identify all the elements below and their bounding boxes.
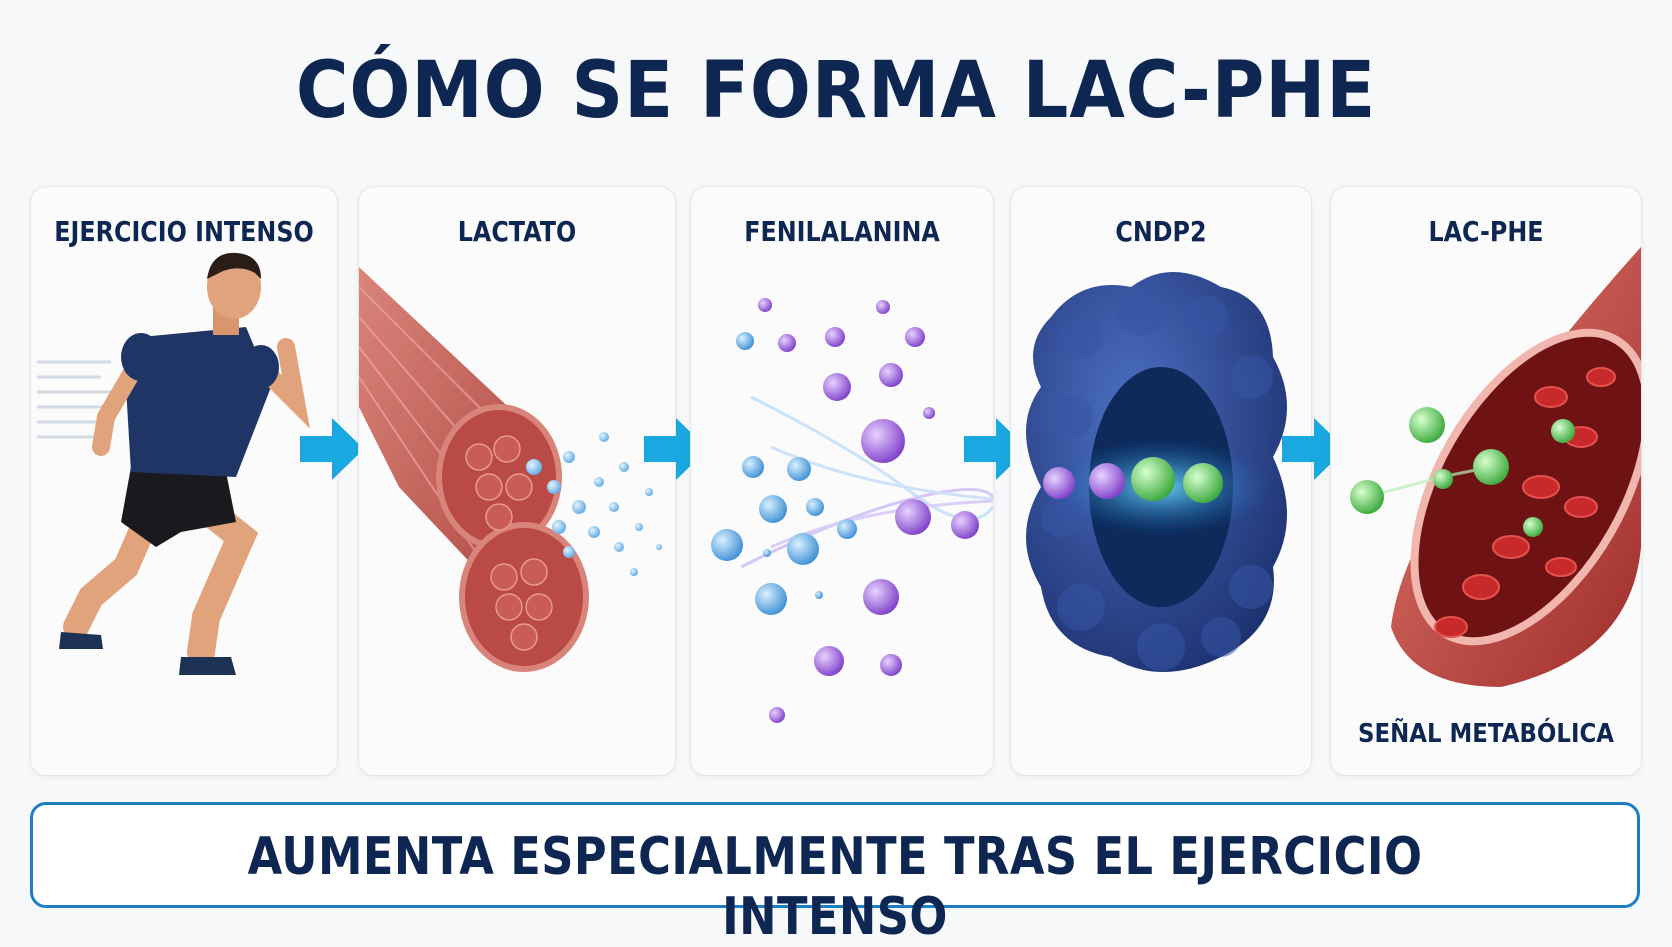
- step-panel-lac-phe: LAC-PHE: [1330, 186, 1642, 776]
- step-label: FENILALANINA: [744, 215, 940, 248]
- summary-banner: AUMENTA ESPECIALMENTE TRAS EL EJERCICIO …: [30, 802, 1640, 947]
- step-panel-phenylalanine: FENILALANINA: [690, 186, 994, 776]
- step-sublabel: SEÑAL METABÓLICA: [1358, 719, 1614, 749]
- muscle-fiber-icon: [359, 267, 662, 672]
- page-title: CÓMO SE FORMA LAC-PHE: [295, 46, 1377, 136]
- step-panel-lactate: LACTATO: [358, 186, 676, 776]
- step-label: EJERCICIO INTENSO: [54, 215, 314, 248]
- step-panel-exercise: EJERCICIO INTENSO: [30, 186, 338, 776]
- blood-vessel-icon: [1350, 247, 1641, 687]
- enzyme-icon: [1026, 272, 1287, 672]
- step-label: CNDP2: [1115, 215, 1207, 248]
- arrow-right-icon: [300, 418, 364, 480]
- summary-text: AUMENTA ESPECIALMENTE TRAS EL EJERCICIO …: [247, 827, 1423, 947]
- runner-icon: [37, 252, 311, 675]
- step-panel-enzyme: CNDP2: [1010, 186, 1312, 776]
- amino-acid-molecules-icon: [711, 298, 993, 723]
- step-label: LAC-PHE: [1428, 215, 1544, 248]
- step-label: LACTATO: [457, 215, 577, 248]
